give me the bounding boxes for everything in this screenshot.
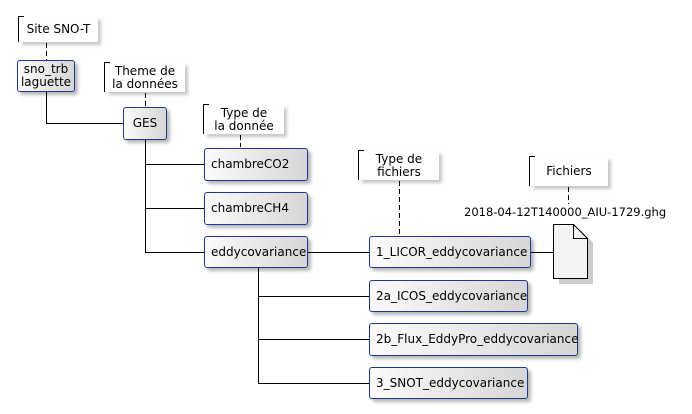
node-filetype-licor-label: 1_LICOR_eddycovariance (376, 244, 528, 259)
node-filetype-snot-label: 3_SNOT_eddycovariance (376, 375, 525, 390)
note-bracket-type-donnee (203, 104, 209, 134)
note-site-text: Site SNO-T (26, 22, 91, 36)
note-type-fichiers: Type de fichiers (359, 151, 439, 180)
node-filetype-icos[interactable]: 2a_ICOS_eddycovariance (369, 280, 528, 312)
node-type-chambreco2-label: chambreCO2 (211, 157, 290, 171)
note-bracket-type-fichiers (358, 150, 364, 180)
note-fichiers: Fichiers (530, 157, 608, 186)
note-bracket-site (18, 16, 24, 42)
file-name-label[interactable]: 2018-04-12T140000_AIU-1729.ghg (464, 205, 667, 219)
node-filetype-eddypro-label: 2b_Flux_EddyPro_eddycovariance (376, 332, 579, 346)
node-theme-ges-label: GES (132, 116, 158, 130)
node-type-chambrech4-label: chambreCH4 (211, 201, 289, 215)
note-bracket-theme (104, 62, 110, 92)
node-theme-ges[interactable]: GES (123, 107, 167, 140)
node-filetype-eddypro[interactable]: 2b_Flux_EddyPro_eddycovariance (369, 323, 578, 356)
note-type-fichiers-line2: fichiers (377, 164, 421, 179)
node-filetype-snot[interactable]: 3_SNOT_eddycovariance (369, 367, 528, 399)
node-type-chambreco2[interactable]: chambreCO2 (204, 148, 308, 181)
note-fichiers-text: Fichiers (546, 164, 592, 178)
node-filetype-icos-label: 2a_ICOS_eddycovariance (376, 288, 528, 303)
note-site: Site SNO-T (19, 17, 98, 42)
node-site-line1: sno_trb (23, 62, 69, 76)
node-site-line2: laguette (20, 75, 72, 89)
note-bracket-fichiers (529, 156, 535, 186)
node-filetype-licor[interactable]: 1_LICOR_eddycovariance (369, 236, 531, 268)
node-type-eddycovariance-label: eddycovariance (211, 244, 307, 259)
note-theme: Theme de la données (105, 63, 185, 92)
node-type-chambrech4[interactable]: chambreCH4 (204, 192, 308, 225)
note-type-donnee-line1: Type de (220, 105, 268, 120)
node-type-eddycovariance[interactable]: eddycovariance (204, 236, 308, 268)
file-document-icon (553, 224, 593, 284)
node-site[interactable]: sno_trb laguette (17, 60, 75, 92)
note-theme-line1: Theme de (114, 63, 176, 78)
note-type-donnee-line2: la donnée (214, 118, 274, 133)
note-type-donnee: Type de la donnée (204, 105, 284, 134)
note-theme-line2: la données (112, 76, 178, 91)
note-type-fichiers-line1: Type de (375, 151, 423, 166)
edge-site-ges (46, 92, 123, 124)
